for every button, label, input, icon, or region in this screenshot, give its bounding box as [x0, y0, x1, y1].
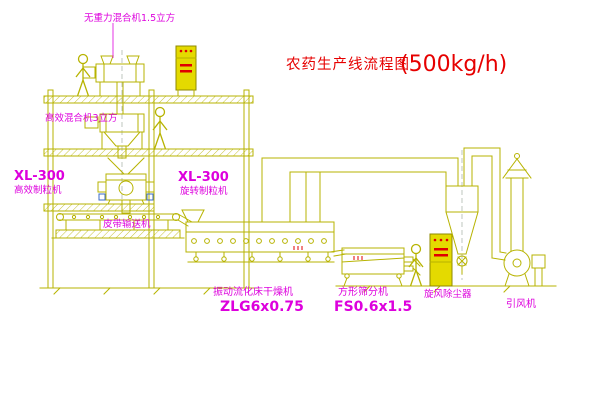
label-floor-mixer: 高效混合机3立方	[45, 112, 118, 124]
title-text: 农药生产线流程图	[286, 56, 410, 73]
label-mid-granulator-name: 旋转制粒机	[180, 185, 228, 197]
control-cabinet-top	[175, 45, 197, 97]
granulator-machine	[97, 157, 155, 214]
control-cabinet-right	[429, 233, 453, 287]
exhaust-duct	[463, 147, 507, 261]
label-left-granulator-name: 高效制粒机	[14, 184, 62, 196]
square-sieve-machine	[341, 247, 421, 287]
induced-draft-fan	[503, 249, 546, 287]
cyclone-separator	[445, 185, 479, 275]
ground-line	[39, 285, 557, 295]
exhaust-stack	[502, 153, 532, 252]
label-top-mixer: 无重力混合机1.5立方	[84, 12, 175, 24]
belt-conveyor-machine	[51, 213, 193, 239]
duct-system	[261, 157, 459, 223]
worker-figure-ground	[408, 243, 424, 287]
label-dryer-model: ZLG6x0.75	[220, 299, 304, 315]
top-mixer-machine	[82, 55, 145, 115]
label-left-granulator-model: XL-300	[14, 169, 65, 184]
label-sieve-model: FS0.6x1.5	[334, 299, 412, 315]
title-capacity: (500kg/h)	[400, 52, 507, 77]
label-mid-granulator-model: XL-300	[178, 170, 229, 185]
label-fan: 引风机	[506, 297, 536, 310]
label-sieve-name: 方形筛分机	[338, 285, 388, 298]
fluid-bed-dryer-machine	[181, 209, 347, 263]
label-cyclone: 旋风除尘器	[424, 288, 472, 300]
drawing-title: 农药生产线流程图 (500kg/h)	[286, 52, 507, 77]
worker-figure-floor	[152, 106, 168, 150]
centerlines	[121, 50, 463, 280]
label-belt-conveyor: 皮带输送机	[103, 218, 151, 230]
equipment-labels: 无重力混合机1.5立方 高效混合机3立方 XL-300 高效制粒机 XL-300…	[14, 12, 536, 315]
label-dryer-name: 振动流化床干燥机	[213, 285, 293, 298]
worker-figure-top	[75, 53, 91, 97]
floor-mixer-machine	[84, 113, 145, 159]
